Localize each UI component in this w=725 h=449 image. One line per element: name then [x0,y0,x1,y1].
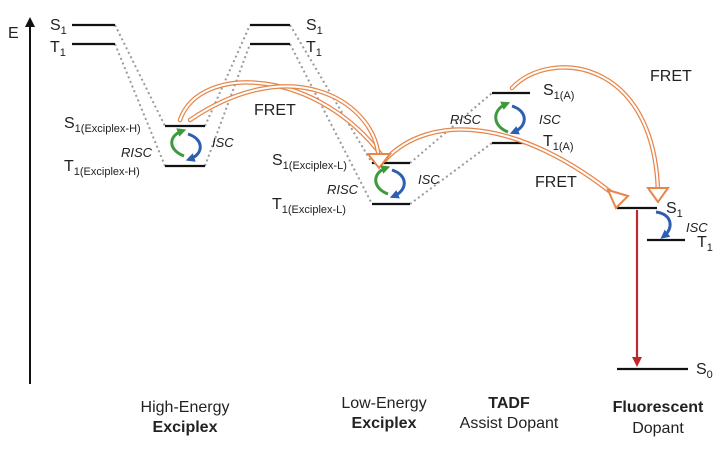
isc-label-h: ISC [212,135,234,150]
risc-arrow-h [170,128,187,158]
risc-arrow-l [374,165,391,196]
risc-label-a: RISC [450,112,482,127]
isc-arrow-a [509,104,526,135]
label-t1-left: T1 [50,39,66,59]
label-s1-fluorescent: S1 [666,200,683,220]
label-s1-a: S1(A) [543,82,574,102]
label-t1-a: T1(A) [543,133,574,153]
risc-label-l: RISC [327,182,359,197]
isc-arrow-h [185,132,202,162]
label-s1-exciplex-h: S1(Exciplex-H) [64,115,141,135]
fret-label-3: FRET [650,68,692,85]
isc-label-a: ISC [539,112,561,127]
fret-label-2: FRET [535,174,577,191]
isc-arrow-fluorescent [655,210,672,239]
fret-label-1: FRET [254,102,296,119]
label-s1-left: S1 [50,17,67,37]
fret-arrowhead [646,187,670,204]
caption-fluorescent-line2: Dopant [632,420,684,437]
label-t1-exciplex-h: T1(Exciplex-H) [64,158,140,178]
caption-fluorescent-line1: Fluorescent [613,399,704,416]
fret-arrows [177,65,670,210]
label-t1-right: T1 [306,39,322,59]
label-s1-right: S1 [306,17,323,37]
caption-low-energy-line1: Low-Energy [341,395,426,412]
label-t1-fluorescent: T1 [697,234,713,254]
label-s1-exciplex-l: S1(Exciplex-L) [272,152,347,172]
risc-arrow-a [494,101,511,134]
fret-arrowhead [606,188,630,210]
isc-label-l: ISC [418,172,440,187]
energy-axis-label: E [8,25,19,42]
caption-tadf-line1: TADF [488,395,530,412]
isc-label-fluorescent: ISC [686,220,708,235]
label-t1-exciplex-l: T1(Exciplex-L) [272,196,346,216]
caption-high-energy-line2: Exciplex [153,419,218,436]
fret-arrowhead [365,153,393,170]
label-s0: S0 [696,361,713,381]
caption-low-energy-line2: Exciplex [352,415,417,432]
risc-label-h: RISC [121,145,153,160]
caption-tadf-line2: Assist Dopant [460,415,559,432]
caption-high-energy-line1: High-Energy [141,399,230,416]
isc-arrow-l [389,168,406,199]
